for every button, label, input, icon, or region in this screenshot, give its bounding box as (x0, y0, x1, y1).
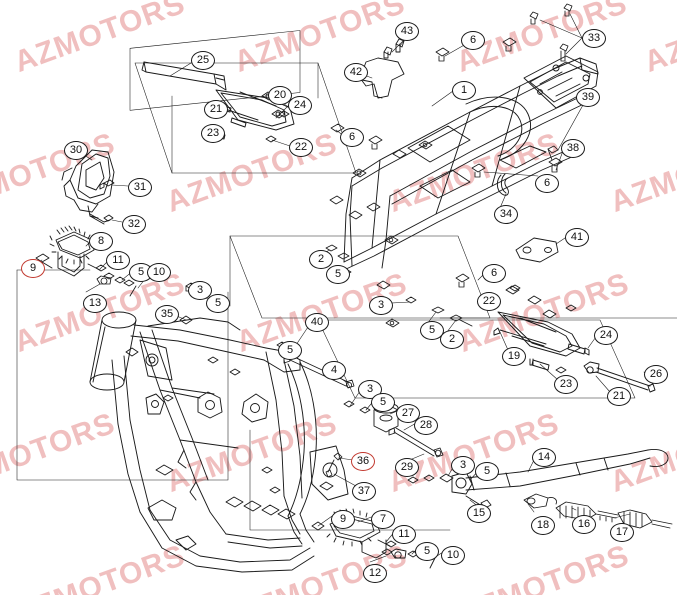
callout-3[interactable]: 3 (451, 456, 475, 475)
callout-43[interactable]: 43 (395, 22, 419, 41)
callout-35[interactable]: 35 (155, 305, 179, 324)
callout-10[interactable]: 10 (441, 546, 465, 565)
callout-9[interactable]: 9 (21, 259, 45, 278)
callout-9[interactable]: 9 (331, 510, 355, 529)
callout-5[interactable]: 5 (371, 393, 395, 412)
callout-1[interactable]: 1 (452, 81, 476, 100)
callout-21[interactable]: 21 (204, 100, 228, 119)
callout-36[interactable]: 36 (351, 452, 375, 471)
callout-25[interactable]: 25 (191, 51, 215, 70)
callout-20[interactable]: 20 (268, 86, 292, 105)
callout-2[interactable]: 2 (440, 330, 464, 349)
callout-41[interactable]: 41 (565, 228, 589, 247)
callout-32[interactable]: 32 (122, 215, 146, 234)
callout-17[interactable]: 17 (610, 523, 634, 542)
callout-30[interactable]: 30 (64, 141, 88, 160)
callout-19[interactable]: 19 (502, 347, 526, 366)
callout-4[interactable]: 4 (322, 361, 346, 380)
callout-13[interactable]: 13 (83, 294, 107, 313)
callout-6[interactable]: 6 (461, 31, 485, 50)
callout-7[interactable]: 7 (371, 510, 395, 529)
callout-5[interactable]: 5 (326, 265, 350, 284)
callout-11[interactable]: 11 (392, 525, 416, 544)
callout-34[interactable]: 34 (494, 205, 518, 224)
callout-21[interactable]: 21 (607, 387, 631, 406)
callout-23[interactable]: 23 (201, 124, 225, 143)
callout-24[interactable]: 24 (594, 326, 618, 345)
callout-38[interactable]: 38 (561, 139, 585, 158)
callout-18[interactable]: 18 (531, 516, 555, 535)
callout-24[interactable]: 24 (288, 96, 312, 115)
callout-6[interactable]: 6 (340, 128, 364, 147)
callout-12[interactable]: 12 (363, 564, 387, 583)
callout-2[interactable]: 2 (309, 250, 333, 269)
callout-33[interactable]: 33 (582, 29, 606, 48)
callout-27[interactable]: 27 (396, 404, 420, 423)
callout-22[interactable]: 22 (289, 138, 313, 157)
callout-26[interactable]: 26 (644, 365, 668, 384)
callout-5[interactable]: 5 (206, 294, 230, 313)
callout-40[interactable]: 40 (305, 313, 329, 332)
callout-3[interactable]: 3 (369, 296, 393, 315)
callout-39[interactable]: 39 (576, 88, 600, 107)
callout-10[interactable]: 10 (147, 263, 171, 282)
callout-6[interactable]: 6 (535, 174, 559, 193)
callout-28[interactable]: 28 (414, 416, 438, 435)
callout-37[interactable]: 37 (352, 482, 376, 501)
callout-31[interactable]: 31 (128, 178, 152, 197)
callout-5[interactable]: 5 (420, 321, 444, 340)
callout-6[interactable]: 6 (482, 264, 506, 283)
callout-29[interactable]: 29 (395, 458, 419, 477)
callout-5[interactable]: 5 (415, 542, 439, 561)
callout-23[interactable]: 23 (554, 375, 578, 394)
callout-5[interactable]: 5 (475, 462, 499, 481)
callout-15[interactable]: 15 (467, 504, 491, 523)
callout-8[interactable]: 8 (89, 232, 113, 251)
callout-22[interactable]: 22 (477, 292, 501, 311)
callout-16[interactable]: 16 (572, 515, 596, 534)
callout-11[interactable]: 11 (106, 251, 130, 270)
callout-14[interactable]: 14 (532, 448, 556, 467)
callout-3[interactable]: 3 (188, 281, 212, 300)
callout-5[interactable]: 5 (278, 341, 302, 360)
callout-42[interactable]: 42 (344, 63, 368, 82)
